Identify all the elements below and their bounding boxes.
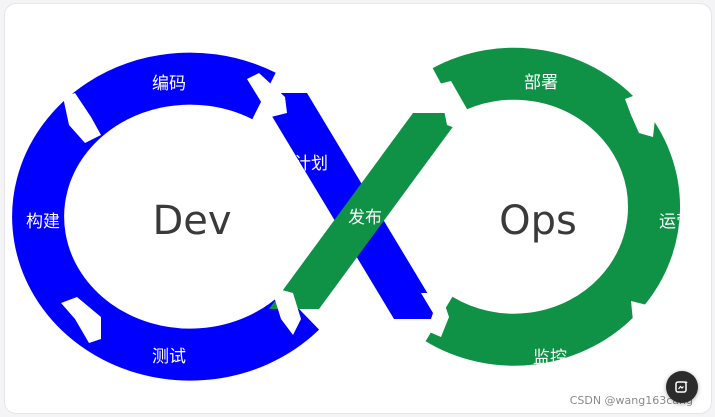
divider-deploy-operate (625, 93, 655, 137)
divider-build-testing (61, 297, 101, 343)
divider-testing-end (271, 287, 301, 335)
ops-center-label: Ops (499, 198, 577, 244)
label-deploy: 部署 (524, 73, 558, 93)
label-operate: 运营 (659, 212, 693, 232)
divider-build-coding (63, 93, 101, 143)
ai-edit-icon (675, 380, 688, 393)
dev-center-label: Dev (152, 198, 231, 244)
csdn-watermark: CSDN @wang163cang (569, 394, 693, 407)
ai-edit-button[interactable] (666, 371, 698, 403)
divider-coding-planning (247, 73, 287, 117)
ops-diagonal-band (269, 113, 463, 309)
label-coding: 编码 (152, 74, 186, 94)
label-monitor: 监控 (533, 348, 567, 368)
ops-loop (269, 47, 680, 366)
divider-ops-lower (421, 293, 449, 337)
divider-operate-monitor (625, 301, 649, 347)
label-release: 发布 (348, 208, 382, 228)
devops-infinity-diagram: 编码 计划 构建 测试 发布 部署 运营 监控 Dev Ops (12, 47, 693, 381)
segment-dividers (61, 73, 655, 347)
diagram-card: 编码 计划 构建 测试 发布 部署 运营 监控 Dev Ops CSDN @wa… (4, 3, 712, 414)
label-testing: 测试 (152, 347, 186, 367)
label-build: 构建 (26, 212, 60, 232)
dev-outer-arc (12, 52, 320, 381)
ops-outer-arc (425, 47, 680, 366)
divider-ops-upper (435, 81, 467, 131)
label-planning: 计划 (294, 154, 328, 174)
